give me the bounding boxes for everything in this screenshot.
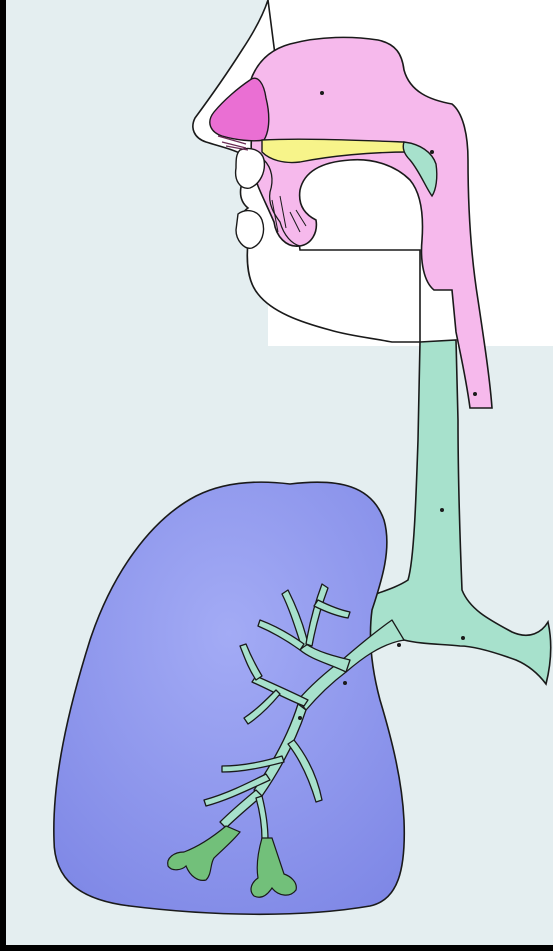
marker-main-bronchus (397, 643, 401, 647)
marker-trachea (440, 508, 444, 512)
marker-bronchiole (298, 716, 302, 720)
marker-pharynx (430, 150, 434, 154)
marker-larynx (473, 392, 477, 396)
lower-teeth (236, 211, 264, 249)
marker-carina (461, 636, 465, 640)
marker-lobar-bronchus (343, 681, 347, 685)
marker-nasal-cavity (320, 91, 324, 95)
